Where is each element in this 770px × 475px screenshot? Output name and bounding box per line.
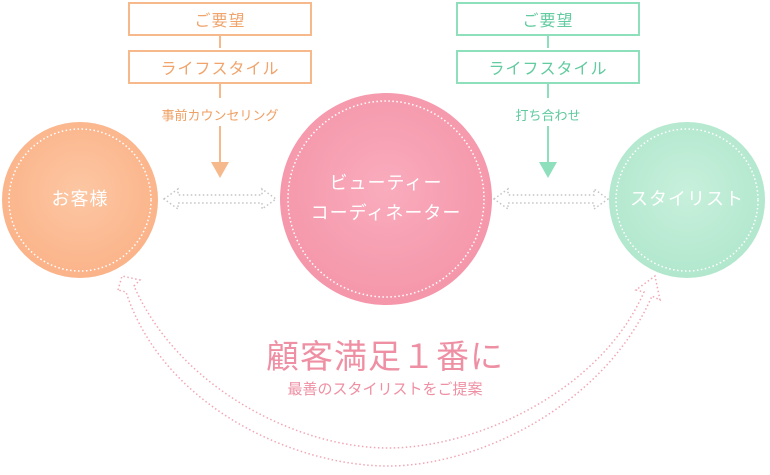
headline-sub: 最善のスタイリストをご提案 [287, 380, 483, 398]
customer-circle [2, 122, 158, 278]
stylist-label: スタイリスト [630, 189, 744, 210]
coordinator-node: ビューティー コーディネーター [280, 93, 492, 305]
right-lifestyle-box: ライフスタイル [456, 50, 640, 84]
coordinator-label: ビューティー コーディネーター [311, 169, 462, 229]
right-request-box: ご要望 [456, 2, 640, 36]
stylist-circle [609, 122, 765, 278]
right-step-label: 打ち合わせ [515, 109, 581, 124]
headline-main: 顧客満足１番に [266, 337, 504, 376]
coordinator-circle [280, 93, 492, 305]
double-arrow-right [492, 187, 610, 211]
left-flow-connector [211, 34, 229, 178]
left-request-box: ご要望 [128, 2, 312, 36]
right-flow-connector [539, 34, 557, 178]
curved-return-arrow [117, 274, 662, 467]
customer-node: お客様 [2, 122, 158, 278]
coordinator-label-line1: ビューティー [329, 173, 443, 194]
customer-label: お客様 [51, 189, 109, 210]
left-step-label: 事前カウンセリング [161, 109, 279, 124]
stylist-node: スタイリスト [609, 122, 765, 278]
coordinator-label-line2: コーディネーター [310, 203, 462, 224]
double-arrow-left [162, 187, 278, 211]
left-lifestyle-box: ライフスタイル [128, 50, 312, 84]
